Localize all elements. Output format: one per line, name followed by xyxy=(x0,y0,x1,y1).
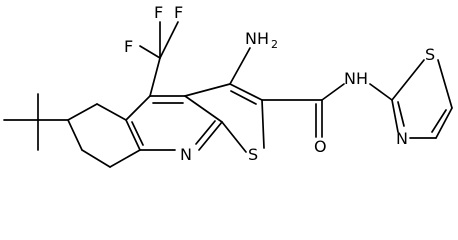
bond-c3-c2-double xyxy=(230,90,257,105)
molecule-svg: F F F NH 2 NH O N S S N xyxy=(3,3,453,168)
bond-cf3-f-left xyxy=(139,45,161,59)
bond-c3a-c9a xyxy=(184,95,223,123)
bond-n-c2t xyxy=(391,99,399,133)
atom-labels: F F F NH 2 NH O N S S N xyxy=(124,3,435,164)
atom-f-top: F xyxy=(154,3,163,22)
bond-cf3-f-right xyxy=(159,21,179,59)
atom-n-pyridine: N xyxy=(180,145,192,164)
atom-nh-amide: NH xyxy=(344,69,368,88)
bond-c7-c8 xyxy=(81,149,111,168)
bond-c2t-s xyxy=(391,59,425,101)
bond-c4-cf3 xyxy=(149,57,161,97)
atom-f-right: F xyxy=(174,3,183,22)
bond-c6-c7 xyxy=(67,119,83,151)
bond-c2-s xyxy=(261,99,265,149)
bonds xyxy=(3,21,453,168)
bond-s-c9a xyxy=(221,121,247,153)
bond-c8-c8a xyxy=(109,149,141,168)
atom-s-thiophene: S xyxy=(248,145,258,164)
bond-c5t-c4t xyxy=(435,107,453,139)
bond-n-c2t-double xyxy=(397,101,405,127)
atom-n-thiazole: N xyxy=(396,129,408,148)
bond-c4a-c8a-double xyxy=(131,121,144,146)
atom-nh2: NH xyxy=(245,29,269,48)
bond-carbonyl-nh xyxy=(321,83,345,101)
bond-n-c9a xyxy=(198,121,223,151)
bond-c3a-c3 xyxy=(184,83,231,97)
bond-c5-c4a xyxy=(96,103,127,121)
bond-c4a-c4 xyxy=(125,95,151,121)
bond-s-c5t xyxy=(437,59,453,109)
bond-c3-c2 xyxy=(229,83,263,101)
bond-nh-thiazole xyxy=(369,83,393,101)
bond-c6-c5 xyxy=(67,103,98,121)
bond-c3-nh2 xyxy=(229,47,251,85)
atom-s-thiazole: S xyxy=(425,45,435,64)
bond-c4a-c8a xyxy=(125,119,141,151)
bond-n-c9a-double xyxy=(195,120,216,145)
atom-nh2-subscript: 2 xyxy=(271,38,278,51)
bond-c5t-c4t-double xyxy=(431,109,447,133)
atom-f-left: F xyxy=(124,37,133,56)
atom-o-carbonyl: O xyxy=(314,137,327,156)
molecule-diagram: F F F NH 2 NH O N S S N xyxy=(3,3,453,168)
